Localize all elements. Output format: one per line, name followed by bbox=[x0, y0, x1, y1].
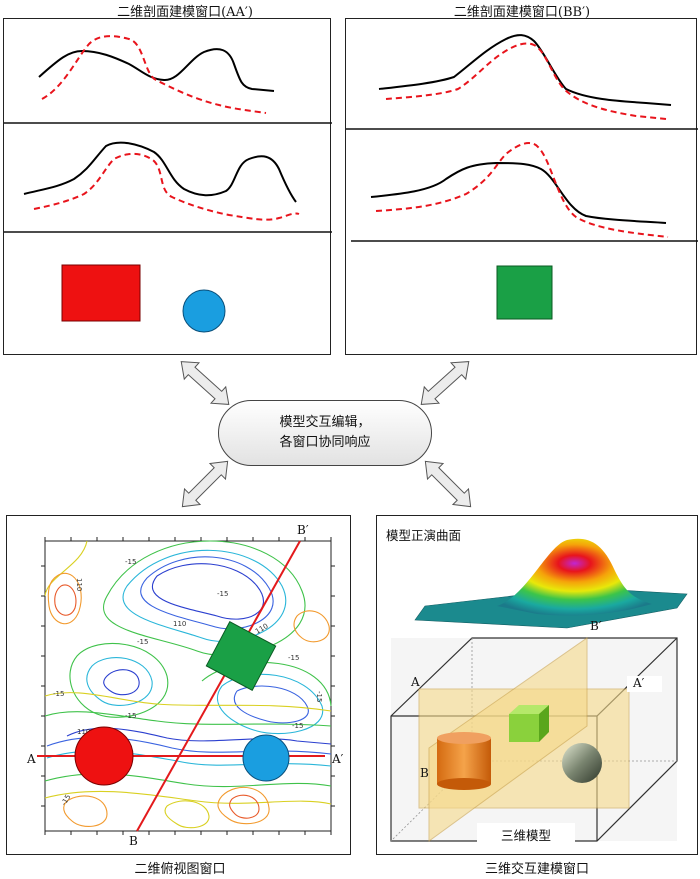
aa-curve-observed-2 bbox=[23, 141, 297, 203]
plan-green-square bbox=[205, 621, 277, 691]
plan-axis-ticks bbox=[41, 537, 335, 835]
arrow-hub-plan bbox=[174, 453, 236, 515]
plane-bb bbox=[428, 637, 588, 842]
bb-curve-observed-1 bbox=[378, 34, 672, 106]
contour-label: -15 bbox=[315, 691, 323, 702]
3d-label-a-prime: A′ bbox=[627, 676, 663, 692]
interaction-hub: 模型交互编辑， 各窗口协同响应 bbox=[218, 400, 432, 466]
aa-red-rectangle bbox=[61, 264, 141, 322]
orange-cylinder bbox=[437, 732, 491, 790]
panel-bb[interactable] bbox=[345, 18, 698, 355]
hub-line-2: 各窗口协同响应 bbox=[279, 435, 371, 450]
3d-label-a: A bbox=[411, 675, 420, 689]
panel-3d[interactable]: 模型正演曲面 bbox=[376, 515, 698, 855]
plan-label-a: A bbox=[27, 752, 36, 766]
3d-label-b-prime: B′ bbox=[590, 619, 602, 633]
contour-label: 110 bbox=[77, 728, 90, 736]
plan-blue-circle bbox=[242, 734, 290, 782]
aa-curve-observed-1 bbox=[38, 48, 275, 92]
aa-curve-model-2 bbox=[33, 153, 300, 221]
bb-curve-observed-2 bbox=[370, 161, 667, 224]
gray-sphere bbox=[562, 743, 602, 783]
arrow-hub-aa bbox=[173, 352, 237, 414]
panel-plan-title: 二维俯视图窗口 bbox=[134, 862, 226, 877]
contour-label: -15 bbox=[125, 558, 136, 566]
plan-label-a-prime: A′ bbox=[332, 752, 344, 766]
bb-curve-model-1 bbox=[385, 42, 667, 120]
arrow-hub-bb bbox=[413, 352, 477, 414]
aa-section-graphics bbox=[4, 35, 332, 333]
aa-curve-model-1 bbox=[41, 35, 267, 114]
plan-label-b-prime: B′ bbox=[297, 523, 309, 537]
bb-section-graphics bbox=[346, 34, 698, 320]
arrow-hub-3d bbox=[417, 453, 479, 515]
contour-label: -15 bbox=[53, 690, 64, 698]
surface-peak bbox=[497, 538, 652, 616]
plan-label-b: B bbox=[129, 834, 138, 848]
panel-bb-title: 二维剖面建模窗口(BB′) bbox=[453, 5, 591, 20]
contour-label: -15 bbox=[217, 590, 228, 598]
plan-red-circle bbox=[74, 726, 134, 786]
contour-label: -15 bbox=[288, 654, 299, 662]
three-d-graphics bbox=[390, 538, 688, 842]
contour-label: 110 bbox=[75, 578, 83, 591]
contour-label: -15 bbox=[137, 638, 148, 646]
bb-curve-model-2 bbox=[375, 142, 669, 238]
hub-line-1: 模型交互编辑， bbox=[279, 415, 371, 430]
plan-view-graphics: 110 -15 -15 -15 110 -15 110 -15 -15 -15 … bbox=[37, 537, 335, 835]
aa-blue-circle bbox=[182, 289, 226, 333]
contour-label: 110 bbox=[173, 620, 186, 628]
3d-model-label: 三维模型 bbox=[477, 823, 576, 846]
section-line-bb bbox=[136, 540, 301, 832]
contour-label: -15 bbox=[292, 722, 303, 730]
bb-green-square bbox=[496, 265, 553, 320]
panel-aa[interactable] bbox=[3, 18, 332, 355]
contour-label: -15 bbox=[125, 712, 136, 720]
3d-label-b: B bbox=[420, 766, 429, 780]
panel-plan[interactable]: 110 -15 -15 -15 110 -15 110 -15 -15 -15 … bbox=[6, 515, 351, 855]
surface-label: 模型正演曲面 bbox=[386, 528, 462, 543]
green-cube bbox=[509, 705, 549, 742]
panel-3d-title: 三维交互建模窗口 bbox=[484, 862, 589, 877]
panel-aa-title: 二维剖面建模窗口(AA′) bbox=[117, 5, 253, 20]
